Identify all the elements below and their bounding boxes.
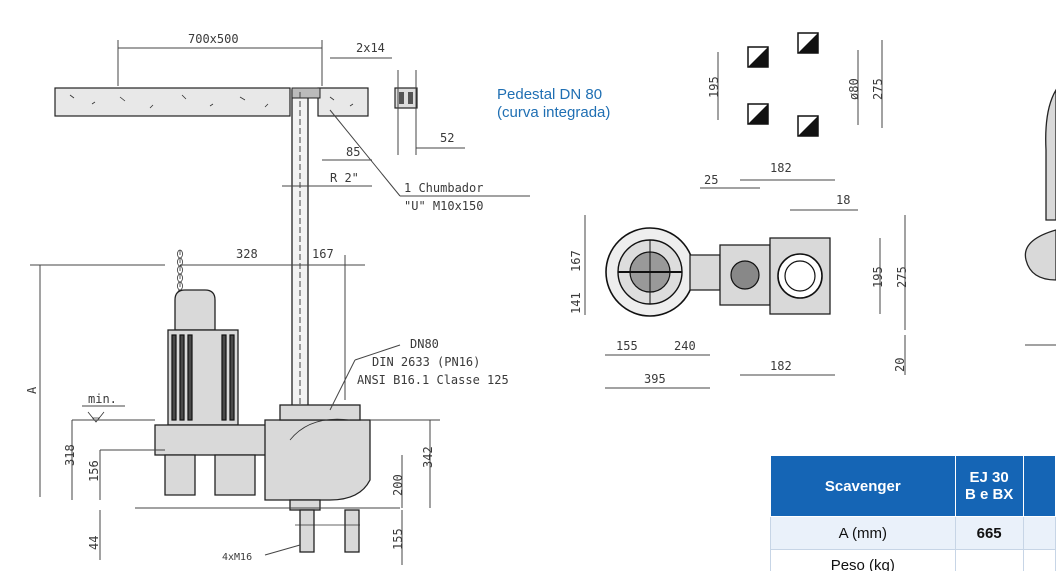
dim-318: 318 <box>63 444 77 466</box>
dim-342: 342 <box>421 446 435 468</box>
plan-dim-167: 167 <box>569 250 583 272</box>
caption-line-1: Pedestal DN 80 <box>497 86 603 103</box>
plan-dim-20: 20 <box>893 358 907 372</box>
top-dim-o80: ø80 <box>847 78 861 100</box>
plan-dim-182: 182 <box>770 359 792 373</box>
top-dim-195: 195 <box>707 76 721 98</box>
plan-dim-195: 195 <box>871 266 885 288</box>
plan-dim-155: 155 <box>616 339 638 353</box>
dim-2x14: 2x14 <box>356 41 385 55</box>
pedestal-caption: Pedestal DN 80 (curva integrada) <box>497 86 610 122</box>
flange-note-2: DIN 2633 (PN16) <box>372 355 480 369</box>
table-row-a-next <box>1022 516 1056 550</box>
dim-r2: R 2" <box>330 171 359 185</box>
spec-table: Scavenger EJ 30 B e BX A (mm) 665 Peso (… <box>770 455 1056 571</box>
dim-85: 85 <box>346 145 360 159</box>
plan-dim-141: 141 <box>569 292 583 314</box>
label-min: min. <box>88 392 117 406</box>
table-header-ej30-line1: EJ 30 <box>969 469 1009 486</box>
top-dim-275: 275 <box>871 78 885 100</box>
plan-dim-25: 25 <box>704 173 718 187</box>
pedestal <box>264 404 371 553</box>
pump-partial-view <box>1024 88 1056 346</box>
dim-167: 167 <box>312 247 334 261</box>
dim-700x500: 700x500 <box>188 32 239 46</box>
table-header-ej30-line2: B e BX <box>964 486 1014 503</box>
anchor-plate-holes <box>747 32 819 137</box>
table-row-weight-label: Peso (kg) <box>770 549 956 571</box>
caption-line-2: (curva integrada) <box>497 104 611 121</box>
table-header-next <box>1022 455 1056 517</box>
pump-plan-view <box>605 227 831 317</box>
dim-52: 52 <box>440 131 454 145</box>
plan-dim-275: 275 <box>895 266 909 288</box>
dim-44: 44 <box>87 536 101 550</box>
dim-A: A <box>25 386 39 394</box>
plan-dim-240: 240 <box>674 339 696 353</box>
slab-hatch <box>69 94 354 109</box>
bolt-label: 4xM16 <box>222 552 252 563</box>
anchor-label-2: "U" M10x150 <box>404 199 483 213</box>
pump-motor <box>154 289 271 496</box>
dim-155: 155 <box>391 528 405 550</box>
top-dim-182a: 182 <box>770 161 792 175</box>
dim-200: 200 <box>391 474 405 496</box>
anchor-label-1: 1 Chumbador <box>404 181 483 195</box>
table-header-ej30: EJ 30 B e BX <box>954 455 1024 517</box>
ceiling-slab-right <box>317 87 369 117</box>
spec-table-wrapper: Scavenger EJ 30 B e BX A (mm) 665 Peso (… <box>770 455 1056 571</box>
dim-328: 328 <box>236 247 258 261</box>
ceiling-slab <box>54 87 291 117</box>
table-header-model: Scavenger <box>770 455 956 517</box>
table-row-weight-value <box>954 549 1024 571</box>
plan-dim-395: 395 <box>644 372 666 386</box>
flange-note-1: DN80 <box>410 337 439 351</box>
table-row-a-value: 665 <box>954 516 1024 550</box>
plan-dim-18: 18 <box>836 193 850 207</box>
flange-note-3: ANSI B16.1 Classe 125 <box>357 373 509 387</box>
table-row-weight-next <box>1022 549 1056 571</box>
table-row-a-label: A (mm) <box>770 516 956 550</box>
dim-156: 156 <box>87 460 101 482</box>
